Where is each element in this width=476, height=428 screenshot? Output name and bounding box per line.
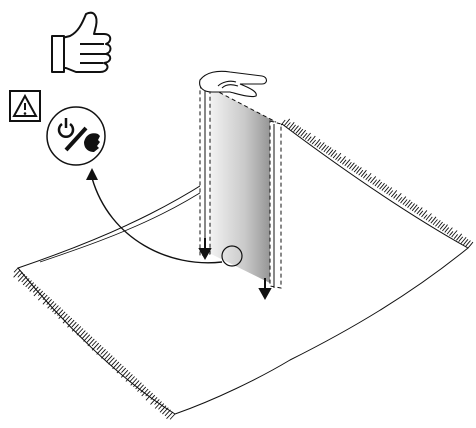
hand-icon — [199, 70, 268, 98]
detail-circle — [221, 245, 243, 267]
warning-triangle-icon — [9, 90, 41, 122]
carpet-fringe-right — [281, 118, 474, 249]
callout-arrow-head — [86, 168, 98, 180]
lifted-panel — [199, 85, 282, 289]
power-off-no-hand-icon — [46, 106, 106, 166]
down-arrow-right — [258, 278, 272, 301]
callout-arrow — [91, 177, 223, 264]
down-arrow-left — [198, 238, 212, 261]
carpet-fringe-left — [13, 267, 176, 420]
thumbs-up-icon — [51, 11, 112, 73]
